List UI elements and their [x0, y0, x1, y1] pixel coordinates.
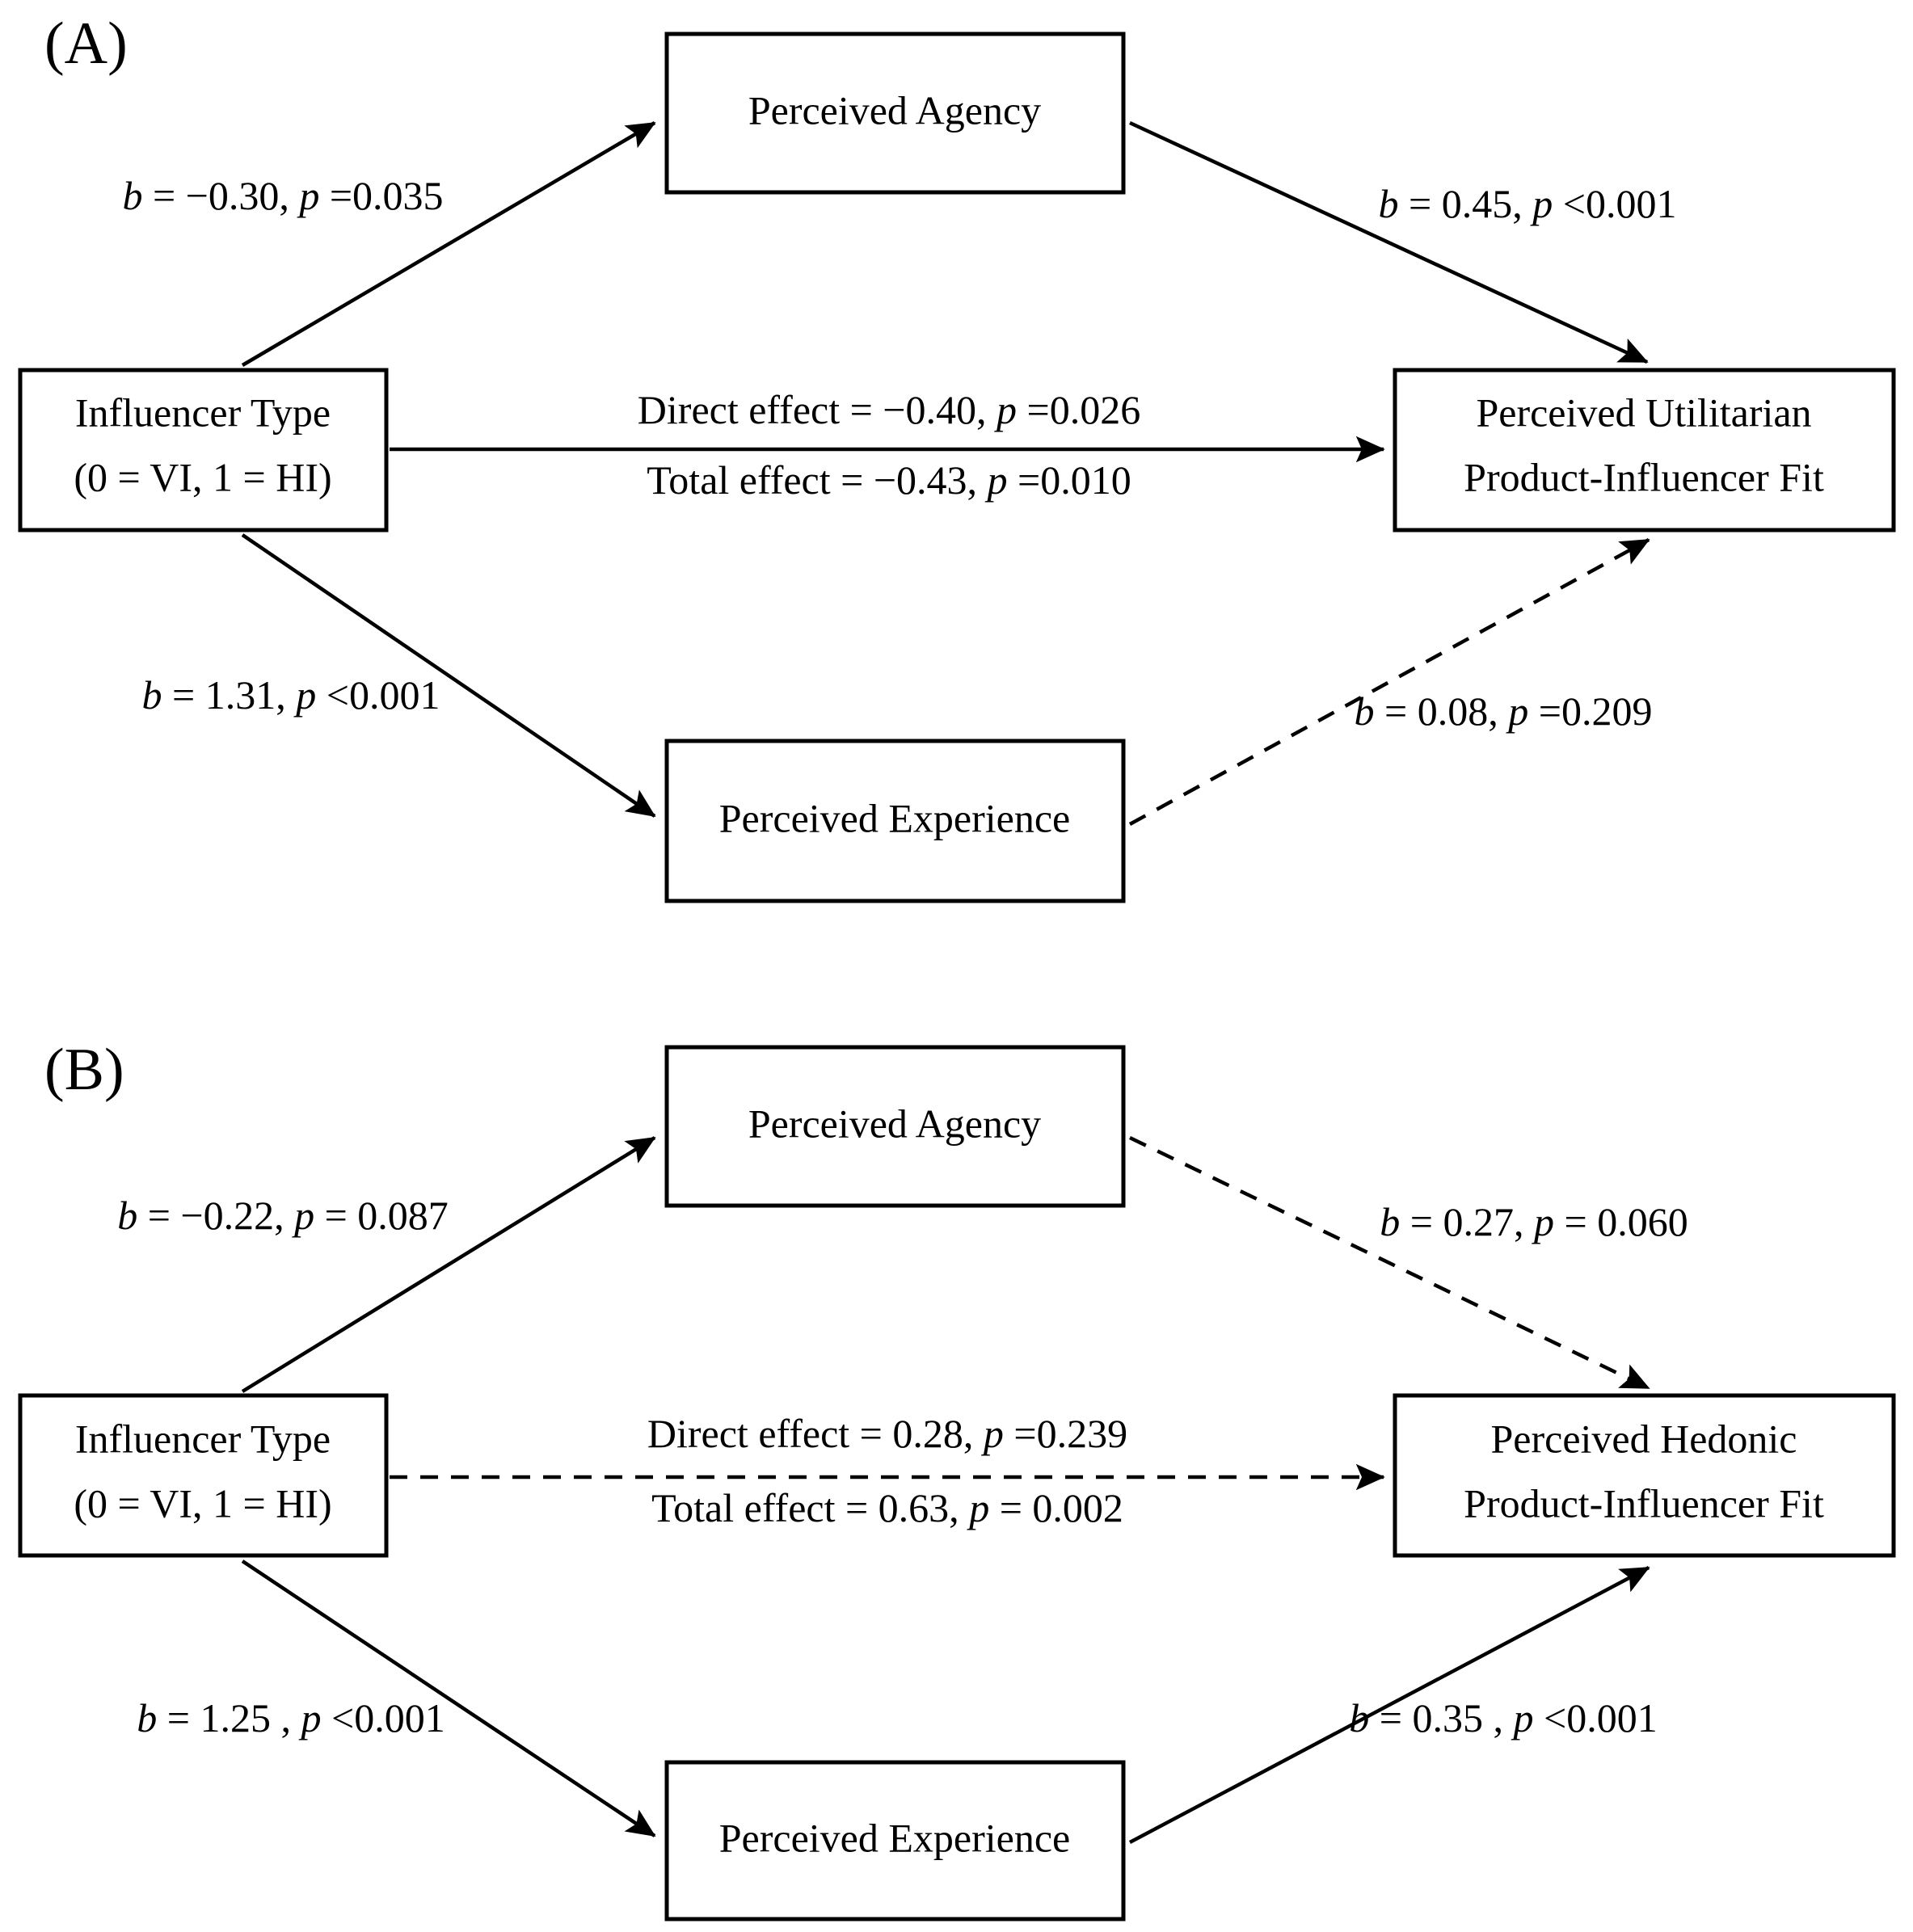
panel-a-label: (A) [44, 11, 128, 77]
panel-a-edge-x-to-experience [241, 533, 656, 818]
panel-a-node-agency-label: Perceived Agency [748, 87, 1041, 133]
panel-a-label-x-to-experience: b = 1.31, p <0.001 [142, 672, 440, 718]
panel-a-label-agency-to-outcome: b = 0.45, p <0.001 [1379, 181, 1677, 226]
panel-a-node-experience-label: Perceived Experience [719, 795, 1070, 840]
panel-b-edge-x-to-experience [241, 1559, 656, 1837]
panel-a-node-experience [664, 739, 1126, 903]
panel-b-label-total-effect: Total effect = 0.63, p = 0.002 [651, 1485, 1123, 1530]
panel-b-node-predictor [18, 1393, 389, 1558]
panel-b-node-experience-label: Perceived Experience [719, 1815, 1070, 1860]
panel-b: (B) Influencer Type (0 = VI, 1 = HI) Per… [18, 1037, 1896, 1921]
panel-b-edge-x-to-agency [241, 1136, 656, 1393]
panel-b-label-x-to-experience: b = 1.25 , p <0.001 [137, 1695, 445, 1740]
panel-b-label-direct-effect: Direct effect = 0.28, p =0.239 [647, 1411, 1127, 1456]
panel-b-label-experience-to-outcome: b = 0.35 , p <0.001 [1349, 1695, 1657, 1740]
panel-a-edge-experience-to-outcome [1128, 538, 1650, 826]
panel-a-label-total-effect: Total effect = −0.43, p =0.010 [647, 457, 1131, 503]
panel-b-label-x-to-agency: b = −0.22, p = 0.087 [117, 1193, 449, 1238]
panel-b-node-outcome-line1: Perceived Hedonic [1490, 1416, 1797, 1461]
panel-b-edge-agency-to-outcome [1129, 1135, 1650, 1391]
panel-a-node-agency [664, 32, 1126, 195]
panel-b-node-predictor-line2: (0 = VI, 1 = HI) [74, 1480, 331, 1526]
panel-a-edge-agency-to-outcome [1129, 120, 1649, 364]
panel-a-node-outcome-line1: Perceived Utilitarian [1476, 389, 1811, 435]
panel-b-edge-experience-to-outcome [1128, 1566, 1650, 1844]
panel-a-node-outcome-line2: Product-Influencer Fit [1464, 454, 1824, 499]
panel-b-label-agency-to-outcome: b = 0.27, p = 0.060 [1380, 1199, 1688, 1244]
panel-b-node-outcome-line2: Product-Influencer Fit [1464, 1480, 1824, 1526]
panel-a-node-predictor [18, 368, 389, 532]
panel-b-node-agency [664, 1045, 1126, 1208]
panel-b-label: (B) [44, 1037, 124, 1103]
panel-a-node-outcome [1393, 368, 1896, 532]
panel-a-node-predictor-line2: (0 = VI, 1 = HI) [74, 454, 331, 499]
panel-a: (A) Influencer Type (0 = VI, 1 = HI) Per… [18, 11, 1896, 903]
panel-b-node-predictor-line1: Influencer Type [75, 1416, 331, 1461]
panel-a-node-predictor-line1: Influencer Type [75, 389, 331, 435]
panel-b-node-experience [664, 1760, 1126, 1921]
panel-a-label-direct-effect: Direct effect = −0.40, p =0.026 [638, 387, 1140, 432]
panel-a-label-experience-to-outcome: b = 0.08, p =0.209 [1355, 688, 1653, 734]
panel-b-node-outcome [1393, 1393, 1896, 1558]
panel-a-label-x-to-agency: b = −0.30, p =0.035 [122, 173, 443, 218]
panel-a-edge-x-to-agency [241, 121, 656, 367]
panel-b-node-agency-label: Perceived Agency [748, 1101, 1041, 1146]
